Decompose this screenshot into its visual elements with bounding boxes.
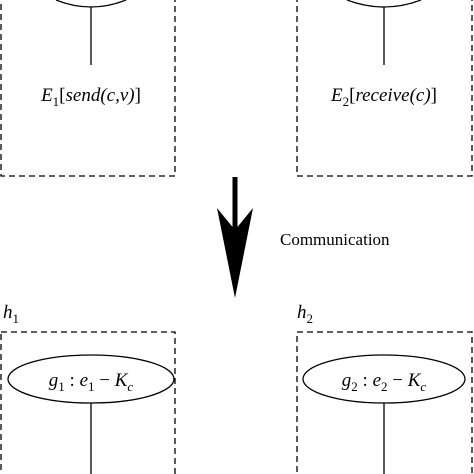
top-right-expr-sub: 2 bbox=[343, 94, 350, 109]
bottom-left-node-minus: − bbox=[95, 370, 115, 391]
top-left-expr-call: send(c,v) bbox=[66, 85, 135, 106]
bottom-right-node-K-sub: c bbox=[420, 379, 426, 394]
top-right-dashed-box bbox=[296, 0, 473, 177]
bottom-right-node-colon: : bbox=[358, 370, 373, 391]
bottom-left-host-sub: 1 bbox=[13, 311, 20, 326]
bottom-right-dashed-box bbox=[296, 331, 473, 474]
top-left-ellipse-bottom bbox=[55, 0, 127, 8]
top-left-expr-E: E bbox=[40, 85, 53, 106]
bottom-left-node-g: g bbox=[49, 370, 59, 391]
bottom-right-host-label: h2 bbox=[297, 302, 313, 326]
top-left-expr-close: ] bbox=[135, 85, 141, 106]
bottom-left-node-e: e bbox=[80, 370, 88, 391]
bottom-left-host-h: h bbox=[3, 302, 13, 323]
bottom-right-node-K: K bbox=[407, 370, 422, 391]
top-left-expr-sub: 1 bbox=[53, 94, 60, 109]
bottom-right-node-g-sub: 2 bbox=[351, 379, 358, 394]
communication-arrow: Communication bbox=[217, 177, 390, 298]
top-right-expr-call: receive(c) bbox=[355, 85, 430, 106]
top-left-expression: E1[send(c,v)] bbox=[40, 85, 141, 109]
bottom-right-host-h: h bbox=[297, 302, 307, 323]
bottom-left-node-K: K bbox=[114, 370, 129, 391]
bottom-left-dashed-box bbox=[0, 331, 176, 474]
bottom-left-node-g-sub: 1 bbox=[58, 379, 65, 394]
top-right-expr-E: E bbox=[330, 85, 343, 106]
top-right-process: E2[receive(c)] bbox=[296, 0, 473, 177]
top-left-process: E1[send(c,v)] bbox=[0, 0, 176, 177]
top-right-expression: E2[receive(c)] bbox=[330, 85, 437, 109]
bottom-right-node-minus: − bbox=[388, 370, 408, 391]
top-right-ellipse-bottom bbox=[346, 0, 422, 8]
bottom-right-host-sub: 2 bbox=[307, 311, 314, 326]
bottom-left-host-label: h1 bbox=[3, 302, 19, 326]
bottom-right-node-label: g2 : e2 − Kc bbox=[342, 370, 427, 394]
bottom-right-node-e-sub: 2 bbox=[381, 379, 388, 394]
top-right-expr-close: ] bbox=[431, 85, 437, 106]
bottom-right-host: h2 g2 : e2 − Kc bbox=[296, 302, 473, 474]
arrow-head bbox=[217, 208, 253, 298]
top-right-expr-open: [ bbox=[349, 85, 355, 106]
communication-label: Communication bbox=[280, 230, 390, 249]
bottom-left-host: h1 g1 : e1 − Kc bbox=[0, 302, 176, 474]
bottom-left-node-label: g1 : e1 − Kc bbox=[49, 370, 134, 394]
top-left-expr-open: [ bbox=[59, 85, 65, 106]
bottom-left-node-colon: : bbox=[65, 370, 80, 391]
bottom-right-node-g: g bbox=[342, 370, 352, 391]
bottom-right-node-e: e bbox=[373, 370, 381, 391]
bottom-left-node-e-sub: 1 bbox=[88, 379, 95, 394]
bottom-left-node-K-sub: c bbox=[127, 379, 133, 394]
top-left-dashed-box bbox=[0, 0, 176, 177]
